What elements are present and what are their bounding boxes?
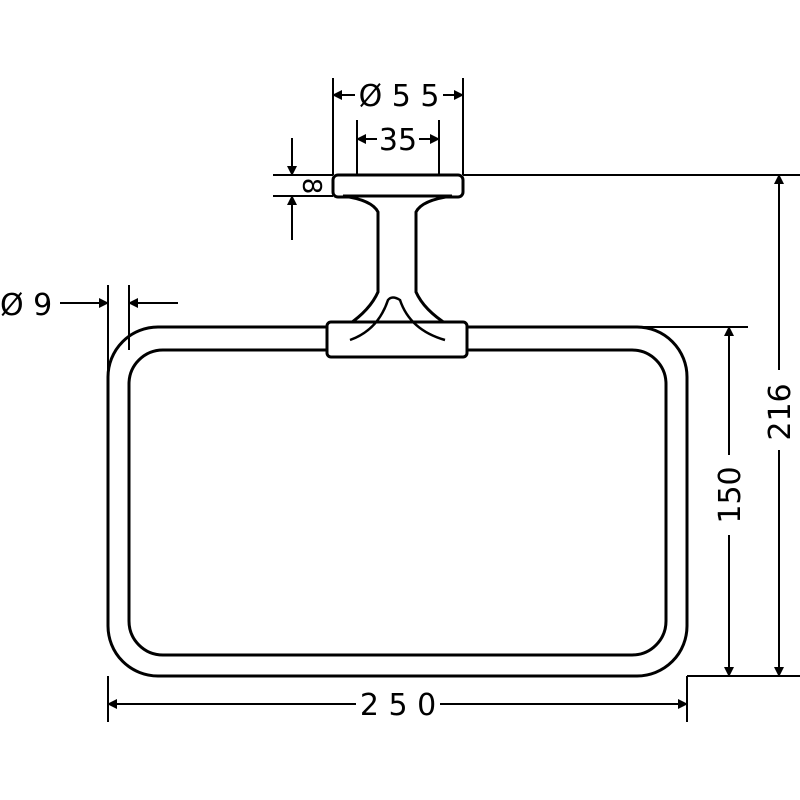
mount-diameter-label: Ø 5 5 <box>359 79 440 114</box>
dim-total-height <box>463 174 800 677</box>
dim-plate-thickness <box>273 138 333 240</box>
ring-clamp <box>325 320 469 359</box>
dim-ring-diameter <box>60 285 178 390</box>
plate-thickness-label: 8 <box>296 178 326 195</box>
mount-inner-label: 35 <box>379 123 417 158</box>
wall-plate <box>331 173 465 199</box>
ring-inner-edge <box>127 348 668 657</box>
total-height-label: 216 <box>763 383 798 440</box>
ring-height-label: 150 <box>713 466 748 523</box>
towel-ring-outline <box>106 325 689 678</box>
ring-outer-edge <box>106 325 689 678</box>
stem <box>342 194 454 327</box>
mount-bracket <box>325 173 469 359</box>
width-label: 2 5 0 <box>360 688 436 723</box>
clamp-detail <box>349 296 446 342</box>
ring-diameter-label: Ø 9 <box>0 288 52 323</box>
